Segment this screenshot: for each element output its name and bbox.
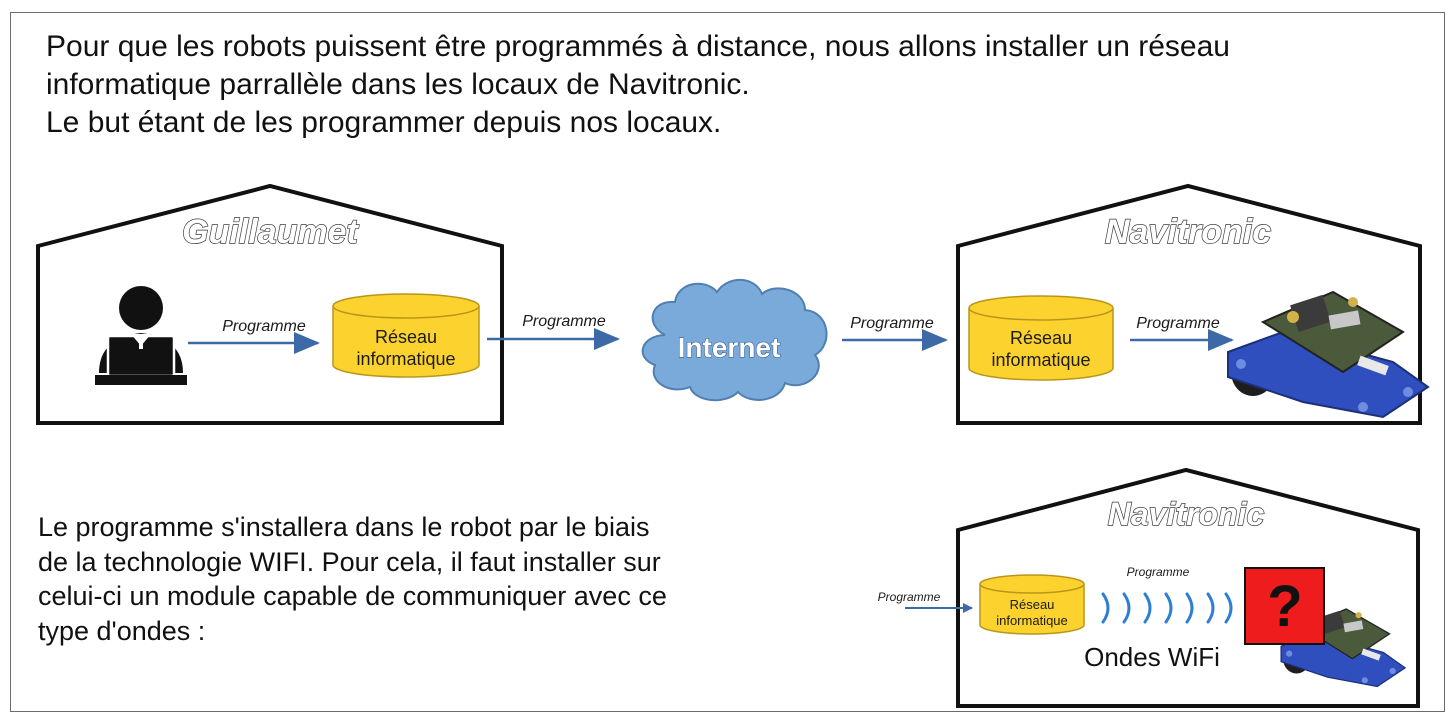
house-navitronic-bottom-title: Navitronic — [1108, 496, 1265, 532]
waves-caption: Ondes WiFi — [1084, 642, 1220, 672]
network-cylinder-bottom: Réseau informatique — [979, 574, 1085, 635]
network-bottom-line1: Réseau — [1010, 597, 1055, 612]
paragraph-line-2: de la technologie WIFI. Pour cela, il fa… — [38, 546, 661, 577]
arrow-in-label: Programme — [878, 590, 941, 604]
bottom-paragraph: Le programme s'installera dans le robot … — [38, 510, 828, 648]
question-mark: ? — [1267, 574, 1302, 639]
house-navitronic-top-title: Navitronic — [1105, 213, 1271, 251]
paragraph-line-1: Le programme s'installera dans le robot … — [38, 512, 650, 542]
arrow-label-1: Programme — [222, 318, 306, 335]
intro-line-2: informatique parrallèle dans les locaux … — [46, 68, 750, 101]
waves-label: Programme — [1127, 565, 1190, 579]
network-left-line2: informatique — [356, 349, 455, 369]
network-cylinder-left: Réseau informatique — [332, 293, 480, 378]
house-guillaumet-title: Guillaumet — [182, 213, 359, 251]
network-right-line1: Réseau — [1010, 328, 1072, 348]
arrow-label-2: Programme — [522, 313, 606, 330]
paragraph-line-4: type d'ondes : — [38, 615, 206, 646]
network-bottom-line2: informatique — [996, 613, 1068, 628]
network-right-line2: informatique — [991, 350, 1090, 370]
intro-line-3: Le but étant de les programmer depuis no… — [46, 106, 722, 139]
intro-line-1: Pour que les robots puissent être progra… — [46, 30, 1230, 63]
arrow-label-4: Programme — [1136, 315, 1220, 332]
user-at-laptop-icon — [95, 286, 187, 385]
question-mark-box: ? — [1244, 567, 1325, 645]
arrow-label-3: Programme — [850, 315, 934, 332]
wifi-waves-icon — [1101, 592, 1233, 624]
network-cylinder-right: Réseau informatique — [968, 295, 1114, 381]
network-left-line1: Réseau — [375, 327, 437, 347]
paragraph-line-3: celui-ci un module capable de communique… — [38, 581, 667, 611]
cloud-icon: Internet — [641, 278, 828, 402]
intro-text: Pour que les robots puissent être progra… — [46, 28, 1426, 142]
cloud-label: Internet — [678, 332, 781, 363]
